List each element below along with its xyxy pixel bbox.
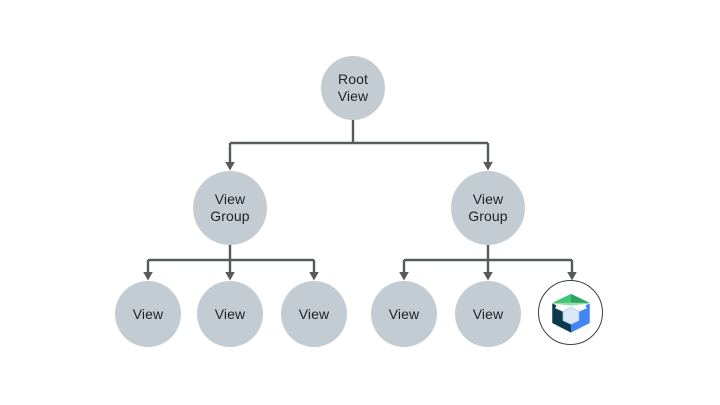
arrowhead-icon [567, 272, 577, 281]
edge-root-to-groups [228, 119, 490, 164]
edge-groupleft-to-views [146, 244, 316, 274]
arrowhead-icon [225, 272, 235, 281]
arrowhead-icon [483, 162, 493, 171]
node-label: Root View [337, 71, 369, 104]
node-label: View [298, 305, 330, 322]
node-root-view: Root View [321, 56, 385, 120]
node-label: View [214, 305, 246, 322]
node-label: View [472, 305, 504, 322]
edge-groupright-to-views [402, 244, 574, 274]
arrowhead-icon [309, 272, 319, 281]
node-view-right-2: View [455, 281, 521, 347]
arrowheads [143, 162, 577, 281]
tree-edges [146, 119, 574, 274]
arrowhead-icon [483, 272, 493, 281]
arrowhead-icon [225, 162, 235, 171]
node-view-left-2: View [197, 281, 263, 347]
node-view-group-right: View Group [451, 171, 525, 245]
node-label: View [388, 305, 420, 322]
jetpack-compose-icon [551, 293, 590, 333]
arrowhead-icon [399, 272, 409, 281]
node-label: View Group [210, 191, 250, 224]
arrowhead-icon [143, 272, 153, 281]
node-view-left-3: View [281, 281, 347, 347]
node-label: View [132, 305, 164, 322]
node-view-left-1: View [115, 281, 181, 347]
node-view-right-1: View [371, 281, 437, 347]
node-view-group-left: View Group [193, 171, 267, 245]
node-label: View Group [468, 191, 508, 224]
node-compose [538, 280, 603, 345]
